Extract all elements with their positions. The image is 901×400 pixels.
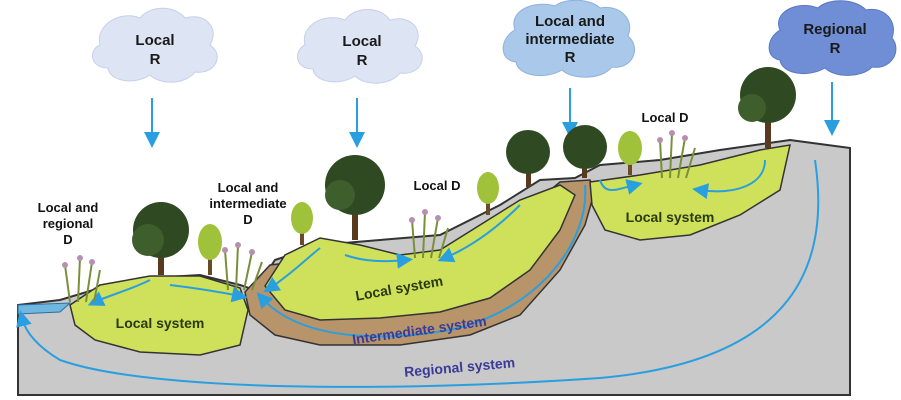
discharge-1-line3: D — [63, 232, 72, 247]
local-system-left-label: Local system — [116, 315, 205, 331]
wetland-plant-icon — [657, 130, 696, 179]
local-flow-right-2 — [692, 159, 766, 200]
local-flow-right-1 — [599, 179, 643, 195]
tree-icon — [198, 224, 222, 275]
tree-icon — [325, 155, 385, 240]
cloud-2-line1: Local — [342, 33, 381, 50]
cloud-local-intermediate-r: Local and intermediate R — [502, 0, 635, 78]
local-flow-mid-2 — [344, 252, 413, 269]
cloud-local-r-2: Local R — [297, 9, 423, 84]
cloud-local-r-1: Local R — [92, 7, 218, 83]
cloud-1-line1: Local — [135, 32, 174, 49]
tree-icon — [291, 202, 313, 245]
tree-icon — [477, 172, 499, 215]
local-flow-mid-3 — [437, 204, 521, 263]
tree-icon — [132, 202, 189, 275]
cloud-3-line2: intermediate — [525, 31, 614, 48]
discharge-2-line2: intermediate — [209, 196, 286, 211]
discharge-2-line3: D — [243, 212, 252, 227]
wetland-plant-icon — [222, 242, 263, 291]
tree-icon — [506, 130, 550, 187]
cloud-regional-r: Regional R — [768, 0, 897, 76]
cloud-2-line2: R — [357, 52, 368, 69]
cloud-3-line1: Local and — [535, 13, 605, 30]
tree-icon — [738, 67, 796, 148]
wetland-plant-icon — [409, 209, 449, 259]
local-flow-left-1 — [87, 279, 151, 306]
discharge-1-line2: regional — [43, 216, 94, 231]
regional-flow-line — [16, 159, 820, 388]
discharge-4-label: Local D — [642, 110, 689, 125]
local-flow-mid-1 — [263, 247, 321, 293]
discharge-3-label: Local D — [414, 178, 461, 193]
discharge-1-line1: Local and — [38, 200, 99, 215]
discharge-2-line1: Local and — [218, 180, 279, 195]
tree-icon — [563, 125, 607, 178]
cloud-4-line2: R — [830, 40, 841, 57]
wetland-plant-icon — [62, 255, 101, 303]
cloud-1-line2: R — [150, 51, 161, 68]
cloud-4-line1: Regional — [803, 21, 866, 38]
local-flow-left-2 — [169, 284, 248, 303]
intermediate-flow-line — [256, 184, 587, 338]
local-system-left-body — [69, 275, 249, 356]
cloud-3-line3: R — [565, 49, 576, 66]
local-system-right-label: Local system — [626, 209, 715, 225]
tree-icon — [618, 131, 642, 175]
local-system-middle-body — [264, 184, 576, 321]
